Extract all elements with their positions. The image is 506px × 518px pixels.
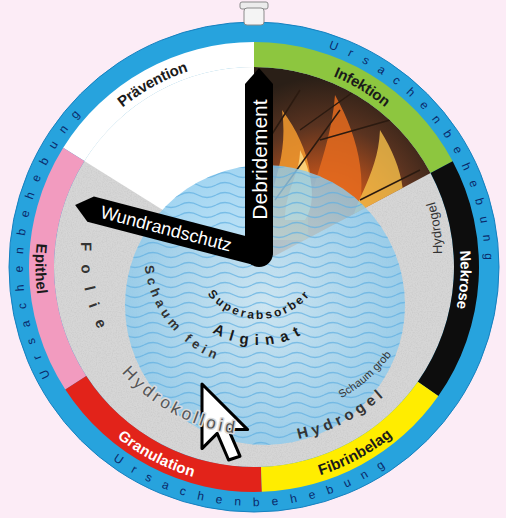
band-outline: Granulation xyxy=(65,375,262,492)
stage-band: Infektion xyxy=(254,42,453,174)
stage-band: Epithel xyxy=(29,147,87,390)
band-outline: Epithel xyxy=(29,147,87,390)
dressing-label: Hydrokolloid xyxy=(119,362,239,437)
stage-band: Prävention xyxy=(63,42,254,162)
band-segment xyxy=(63,42,254,161)
band-outline: Infektion xyxy=(254,42,453,174)
stage-label: Granulation xyxy=(115,426,197,479)
stage-band: Granulation xyxy=(65,375,262,492)
stage-label: Fibrinbelag xyxy=(316,425,395,478)
stage-label: Epithel xyxy=(33,243,52,295)
dial-hand: Debridement xyxy=(245,68,273,253)
dressing-label: Schaum fein xyxy=(142,264,224,363)
dressing-label: Hydrogel xyxy=(423,201,445,255)
dressing-label: Folie xyxy=(78,242,116,342)
sand-texture xyxy=(54,67,454,467)
band-outline: Prävention xyxy=(63,42,254,162)
hand-pointer xyxy=(245,68,273,253)
outer-ring xyxy=(9,22,499,512)
hand-pointer xyxy=(72,193,262,266)
band-segment xyxy=(418,161,479,396)
band-segment xyxy=(261,382,438,492)
dressing-label: Alginat xyxy=(211,319,307,347)
band-outline: Nekrose xyxy=(417,161,479,397)
stage-band: Fibrinbelag xyxy=(260,381,439,492)
stage-band: Nekrose xyxy=(417,161,479,397)
band-segment xyxy=(65,376,262,492)
band-segment xyxy=(254,42,453,173)
hand-label: Debridement xyxy=(249,99,270,219)
stage-label: Infektion xyxy=(332,63,394,109)
dressing-label: Superabsorber xyxy=(205,287,313,322)
band-outline: Fibrinbelag xyxy=(260,381,439,492)
knob xyxy=(244,8,264,25)
stage-label: Nekrose xyxy=(454,250,475,311)
stage-label: Prävention xyxy=(114,57,190,109)
inner-disc xyxy=(54,67,454,467)
band-segment xyxy=(29,148,86,390)
